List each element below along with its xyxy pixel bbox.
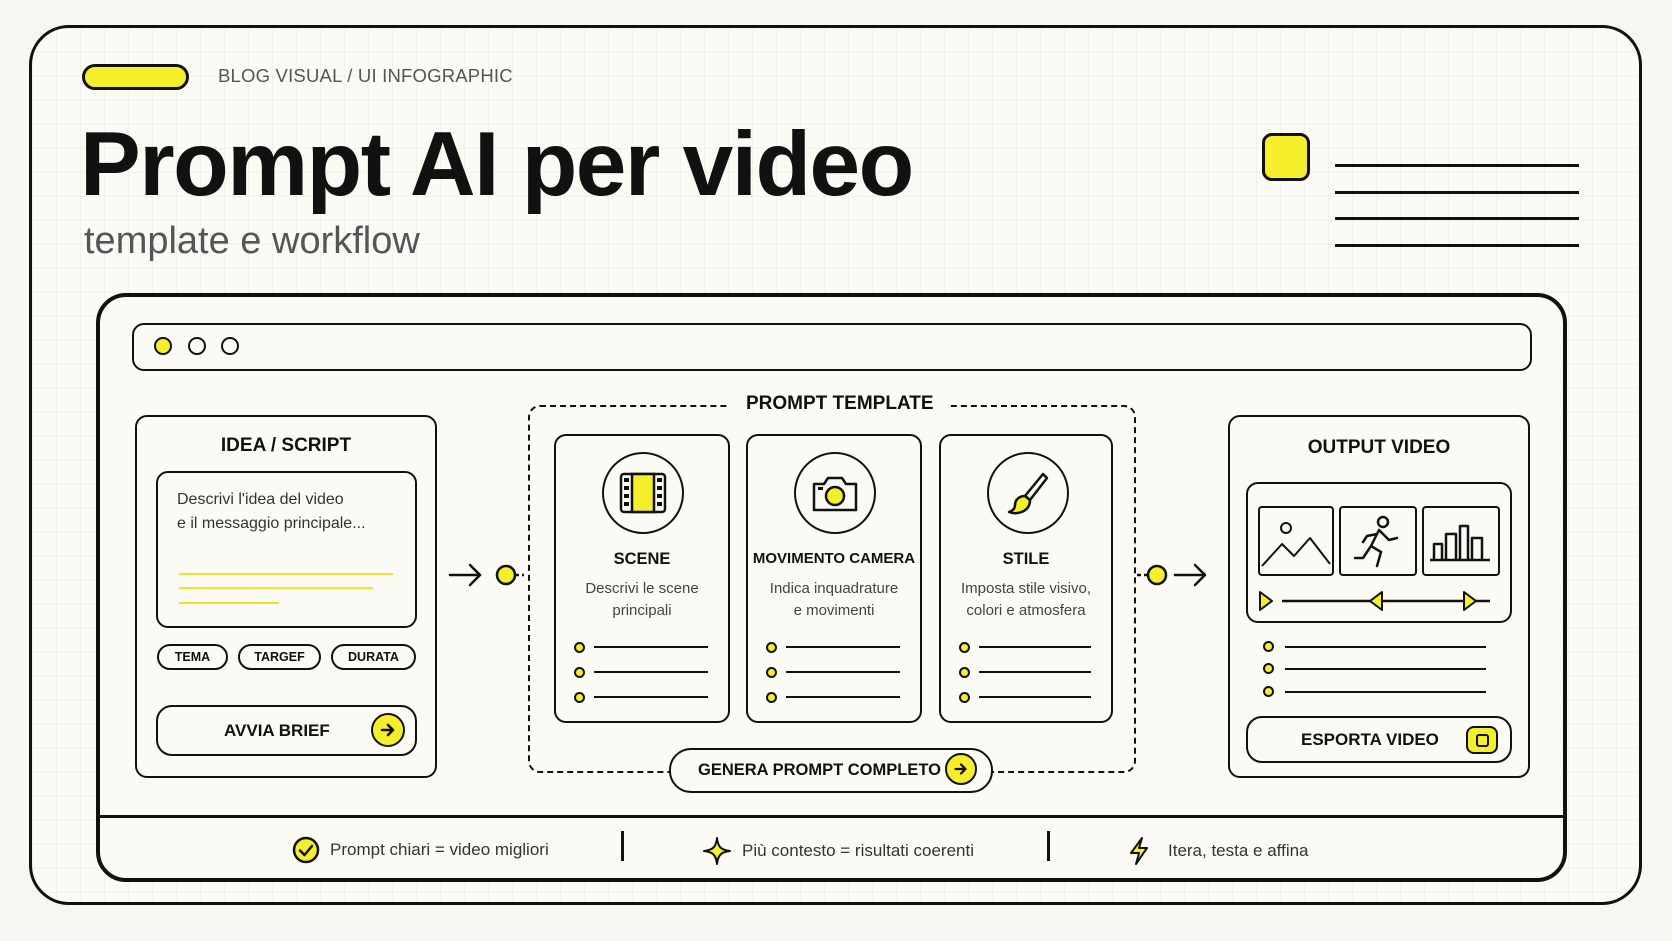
- arrow-right-icon: [945, 753, 977, 785]
- bullet: [1263, 641, 1274, 652]
- avvia-brief-label: AVVIA BRIEF: [224, 720, 330, 740]
- text-line: [179, 602, 279, 604]
- card-desc-line1: Descrivi le scene: [585, 580, 699, 597]
- text-line: [594, 696, 708, 698]
- card-desc-style: Imposta stile visivo, colori e atmosfera: [941, 578, 1111, 622]
- avvia-brief-button[interactable]: AVVIA BRIEF: [156, 705, 417, 756]
- eyebrow-label: BLOG VISUAL / UI INFOGRAPHIC: [218, 65, 513, 86]
- template-card-camera[interactable]: MOVIMENTO CAMERA Indica inquadrature e m…: [746, 434, 922, 723]
- connector-arrow-left: [448, 563, 524, 587]
- esporta-video-label: ESPORTA VIDEO: [1301, 729, 1439, 749]
- template-card-scene[interactable]: SCENE Descrivi le scene principali: [554, 434, 730, 723]
- connector-arrow-right: [1137, 563, 1207, 587]
- idea-placeholder: Descrivi l'idea del video e il messaggio…: [177, 488, 366, 536]
- output-panel-title: OUTPUT VIDEO: [1307, 437, 1451, 458]
- text-line: [1285, 668, 1486, 670]
- genera-prompt-button[interactable]: GENERA PROMPT COMPLETO: [669, 748, 993, 793]
- text-line: [786, 646, 900, 648]
- bullet: [574, 642, 585, 653]
- accent-pill: [82, 64, 189, 90]
- sparkle-icon: [702, 836, 732, 866]
- chip-tema[interactable]: TEMA: [157, 644, 228, 670]
- bullet: [1263, 663, 1274, 674]
- card-title-style: STILE: [1002, 550, 1050, 568]
- card-title-camera: MOVIMENTO CAMERA: [752, 550, 916, 567]
- text-line: [594, 671, 708, 673]
- window-dot-yellow[interactable]: [154, 337, 172, 355]
- bullet: [766, 642, 777, 653]
- text-line: [786, 671, 900, 673]
- deco-line: [1335, 191, 1579, 194]
- landscape-thumbnail-icon: [1258, 506, 1334, 576]
- bullet: [959, 642, 970, 653]
- template-card-style[interactable]: STILE Imposta stile visivo, colori e atm…: [939, 434, 1113, 723]
- footer-separator: [621, 831, 624, 861]
- bullet: [1263, 686, 1274, 697]
- chip-durata[interactable]: DURATA: [331, 644, 416, 670]
- text-line: [179, 587, 373, 589]
- card-desc-camera: Indica inquadrature e movimenti: [748, 578, 920, 622]
- city-thumbnail-icon: [1422, 506, 1500, 576]
- idea-placeholder-line2: e il messaggio principale...: [177, 515, 366, 532]
- text-line: [979, 646, 1091, 648]
- browser-bar: [132, 323, 1532, 371]
- page-subtitle: template e workflow: [84, 220, 420, 262]
- card-desc-line1: Indica inquadrature: [769, 580, 899, 597]
- card-desc-line2: colori e atmosfera: [966, 602, 1086, 619]
- bullet: [574, 692, 585, 703]
- lightning-icon: [1128, 836, 1150, 866]
- card-title-scene: SCENE: [613, 550, 671, 568]
- footer-separator: [1047, 831, 1050, 861]
- prompt-template-label: PROMPT TEMPLATE: [730, 393, 950, 415]
- stop-icon: [1466, 726, 1498, 754]
- runner-thumbnail-icon: [1339, 506, 1417, 576]
- footer-text: Prompt chiari = video migliori: [330, 840, 549, 859]
- deco-line: [1335, 244, 1579, 247]
- footer-text: Itera, testa e affina: [1168, 841, 1309, 860]
- bullet: [574, 667, 585, 678]
- deco-square: [1262, 133, 1310, 181]
- video-timeline[interactable]: [1256, 588, 1502, 614]
- text-line: [179, 573, 393, 575]
- text-line: [1285, 691, 1486, 693]
- idea-textarea[interactable]: [156, 471, 417, 628]
- footer-item-clear: Prompt chiari = video migliori: [292, 836, 549, 864]
- text-line: [979, 671, 1091, 673]
- card-desc-line2: e movimenti: [793, 602, 875, 619]
- footer-divider: [96, 815, 1567, 818]
- window-dot[interactable]: [221, 337, 239, 355]
- brush-icon: [987, 452, 1069, 534]
- footer-text: Più contesto = risultati coerenti: [742, 841, 974, 860]
- bullet: [766, 667, 777, 678]
- text-line: [594, 646, 708, 648]
- check-circle-icon: [292, 836, 320, 864]
- footer-item-context: Più contesto = risultati coerenti: [702, 836, 974, 866]
- idea-panel-title: IDEA / SCRIPT: [220, 435, 352, 456]
- film-icon: [602, 452, 684, 534]
- text-line: [1285, 646, 1486, 648]
- bullet: [959, 667, 970, 678]
- window-dot[interactable]: [188, 337, 206, 355]
- bullet: [766, 692, 777, 703]
- card-desc-scene: Descrivi le scene principali: [556, 578, 728, 622]
- card-desc-line1: Imposta stile visivo,: [960, 580, 1092, 597]
- deco-line: [1335, 217, 1579, 220]
- text-line: [786, 696, 900, 698]
- deco-line: [1335, 164, 1579, 167]
- footer-item-iterate: Itera, testa e affina: [1128, 836, 1309, 866]
- genera-prompt-label: GENERA PROMPT COMPLETO: [698, 761, 941, 779]
- card-desc-line2: principali: [612, 602, 672, 619]
- bullet: [959, 692, 970, 703]
- idea-placeholder-line1: Descrivi l'idea del video: [177, 491, 344, 508]
- esporta-video-button[interactable]: ESPORTA VIDEO: [1246, 716, 1512, 763]
- camera-icon: [794, 452, 876, 534]
- text-line: [979, 696, 1091, 698]
- arrow-right-icon: [371, 713, 405, 747]
- page-title: Prompt AI per video: [80, 114, 914, 215]
- chip-target[interactable]: TARGEF: [238, 644, 321, 670]
